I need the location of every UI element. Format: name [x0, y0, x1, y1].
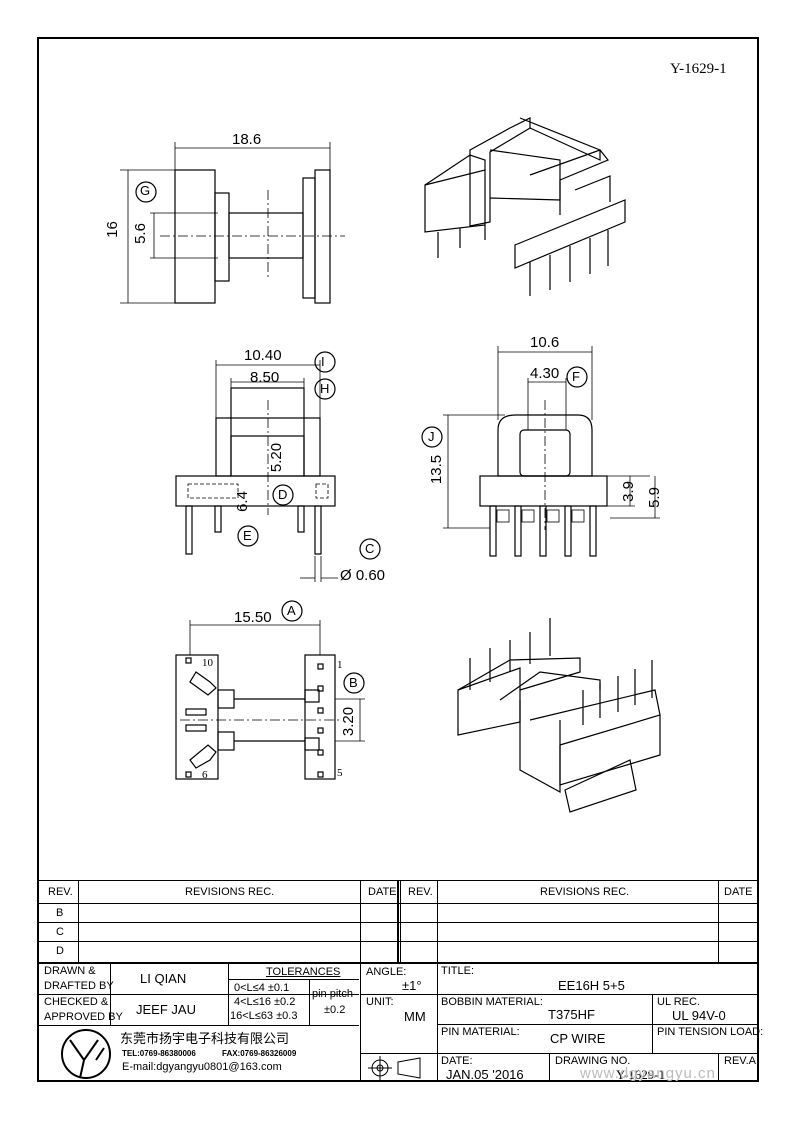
dim-side-width: 18.6 — [232, 131, 262, 148]
side-view — [120, 142, 345, 304]
date-header-right: DATE — [724, 886, 753, 898]
drawing-sheet — [37, 37, 759, 1082]
unit-value: MM — [404, 1009, 426, 1024]
dim-end-width: 10.6 — [530, 334, 560, 351]
dim-side-inner: 5.6 — [131, 223, 149, 244]
tolerance-3: 16<L≤63 ±0.3 — [230, 1010, 298, 1022]
bobbin-material-value: T375HF — [548, 1007, 595, 1022]
tag-h: H — [320, 381, 330, 396]
date-label: DATE: — [441, 1055, 473, 1067]
tag-d: D — [278, 487, 288, 502]
dim-front-low: 6.4 — [233, 491, 251, 512]
angle-label: ANGLE: — [366, 966, 407, 978]
pin-label-5: 5 — [337, 767, 343, 779]
pin-material-label: PIN MATERIAL: — [441, 1026, 520, 1038]
tag-e: E — [243, 528, 252, 543]
dim-bottom-pitch: 3.20 — [340, 706, 358, 737]
tag-a: A — [287, 603, 296, 618]
dimension-tags — [135, 181, 588, 694]
date-header-left: DATE — [368, 886, 397, 898]
dim-end-flange2: 5.9 — [645, 487, 663, 508]
tag-j: J — [428, 429, 435, 444]
company-tel: TEL:0769-86380006 — [122, 1049, 196, 1058]
bobbin-material-label: BOBBIN MATERIAL: — [441, 996, 543, 1008]
bottom-view — [175, 620, 365, 780]
ul-rec-value: UL 94V-0 — [672, 1008, 726, 1023]
dim-bottom-width: 15.50 — [234, 609, 272, 626]
rev-header-right: REV. — [408, 886, 433, 898]
drawing-no-label: DRAWING NO. — [555, 1055, 631, 1067]
company-fax: FAX:0769-86326009 — [222, 1049, 297, 1058]
tag-f: F — [572, 369, 580, 384]
dim-end-flange: 3.9 — [619, 481, 637, 502]
rev-row-c: C — [56, 926, 64, 938]
projection-symbol — [368, 1056, 421, 1080]
front-view — [175, 360, 338, 582]
dim-pin-dia: Ø 0.60 — [340, 567, 386, 584]
company-email: E-mail:dgyangyu0801@163.com — [122, 1061, 282, 1073]
dim-end-slot: 4.30 — [530, 365, 560, 382]
pin-label-10: 10 — [202, 657, 213, 669]
angle-value: ±1° — [402, 978, 422, 993]
drawn-by-label-2: DRAFTED BY — [44, 980, 114, 992]
iso-view-top — [424, 117, 626, 296]
drawn-by-value: LI QIAN — [140, 971, 187, 986]
end-view — [443, 346, 660, 557]
tag-i: I — [321, 354, 325, 369]
checked-value: JEEF JAU — [136, 1002, 196, 1017]
date-value: JAN.05 '2016 — [446, 1067, 524, 1082]
iso-view-bottom — [457, 618, 661, 813]
dim-end-height: 13.5 — [428, 454, 446, 485]
drawing-code: Y-1629-1 — [670, 61, 727, 77]
rev-label: REV.A — [724, 1055, 757, 1067]
tag-b: B — [349, 675, 358, 690]
tolerances-label: TOLERANCES — [266, 966, 341, 978]
company-name: 东莞市扬宇电子科技有限公司 — [120, 1031, 290, 1046]
website-watermark: www.dgyangyu.cn — [580, 1065, 716, 1082]
pin-pitch-value: ±0.2 — [324, 1004, 346, 1016]
ul-rec-label: UL REC. — [657, 996, 700, 1008]
rec-header-left: REVISIONS REC. — [185, 886, 275, 898]
rev-header-left: REV. — [48, 886, 73, 898]
rev-row-d: D — [56, 945, 64, 957]
checked-label-1: CHECKED & — [44, 996, 109, 1008]
tag-g: G — [140, 183, 151, 198]
pin-pitch-label: pin pitch — [312, 988, 353, 1000]
tolerance-2: 4<L≤16 ±0.2 — [234, 996, 296, 1008]
drawing-no-value: Y-1629-1 — [616, 1067, 666, 1082]
checked-label-2: APPROVED BY — [44, 1011, 123, 1023]
pin-label-6: 6 — [202, 769, 208, 781]
company-logo — [61, 1029, 111, 1079]
pin-label-1: 1 — [337, 659, 343, 671]
dim-side-height: 16 — [103, 221, 121, 238]
unit-label: UNIT: — [366, 996, 394, 1008]
title-value: EE16H 5+5 — [558, 978, 625, 993]
dim-front-inner: 8.50 — [250, 369, 280, 386]
rec-header-right: REVISIONS REC. — [540, 886, 630, 898]
dim-front-mid: 5.20 — [268, 442, 286, 473]
pin-tension-label: PIN TENSION LOAD: — [657, 1026, 764, 1038]
pin-material-value: CP WIRE — [550, 1031, 606, 1046]
dim-front-outer: 10.40 — [244, 347, 282, 364]
rev-row-b: B — [56, 907, 64, 919]
title-label: TITLE: — [441, 965, 475, 977]
tag-c: C — [365, 541, 375, 556]
tolerance-1: 0<L≤4 ±0.1 — [234, 982, 290, 994]
drawn-by-label-1: DRAWN & — [44, 965, 96, 977]
